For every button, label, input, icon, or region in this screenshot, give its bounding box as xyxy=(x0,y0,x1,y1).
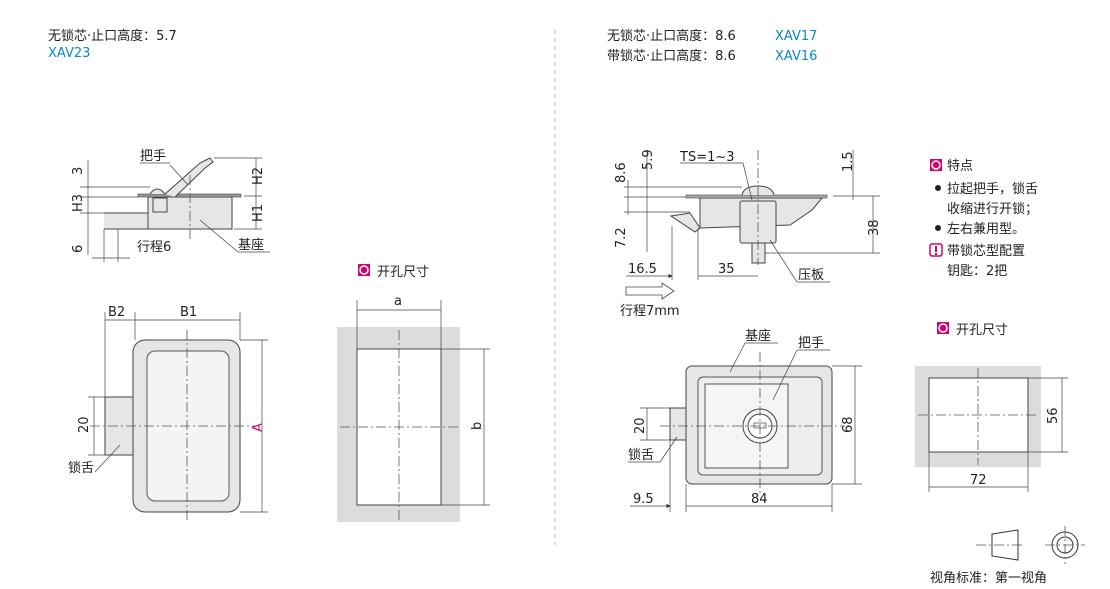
projection-label: 视角标准：第一视角 xyxy=(930,571,1047,586)
left-dim-20: 20 xyxy=(77,416,92,433)
right-stroke-label: 行程7mm xyxy=(620,304,680,319)
right-dim-8-6: 8.6 xyxy=(614,162,629,183)
left-dim-3: 3 xyxy=(71,167,86,175)
left-cutout-title: 开孔尺寸 xyxy=(377,265,429,280)
left-front-view: B2 B1 20 A 锁舌 xyxy=(68,305,268,520)
left-side-view: 把手 行程6 基座 3 H3 6 H2 H1 xyxy=(71,149,270,262)
feature-2: 左右兼用型。 xyxy=(947,222,1025,237)
right-dim-68: 68 xyxy=(841,416,856,433)
left-dim-b2: B2 xyxy=(108,305,125,320)
left-handle-label: 把手 xyxy=(140,149,166,164)
bullet-icon xyxy=(935,185,941,191)
left-model-link[interactable]: XAV23 xyxy=(48,46,90,61)
left-dim-b1: B1 xyxy=(180,305,197,320)
right-dim-35: 35 xyxy=(718,262,735,277)
right-cutout-title: 开孔尺寸 xyxy=(956,323,1008,338)
right-model-1-link[interactable]: XAV17 xyxy=(775,29,817,44)
left-cutout-dim-b: b xyxy=(470,422,485,430)
right-dim-20: 20 xyxy=(633,417,648,434)
right-side-view: TS=1~3 8.6 5.9 7.2 1.5 38 16.5 35 压板 行程7… xyxy=(614,149,882,319)
note-line-1: 带锁芯型配置 xyxy=(947,243,1025,259)
right-cutout-dim-56: 56 xyxy=(1046,407,1061,424)
right-dim-7-2: 7.2 xyxy=(614,227,629,248)
right-model-2-link[interactable]: XAV16 xyxy=(775,49,817,64)
right-spec-line-2: 带锁芯·止口高度：8.6 xyxy=(607,48,736,64)
left-dim-h1: H1 xyxy=(251,204,266,222)
stroke-arrow-icon xyxy=(625,282,675,300)
left-dim-h2: H2 xyxy=(251,167,266,185)
left-dim-a-upper: A xyxy=(251,423,266,432)
note-line-2: 钥匙：2把 xyxy=(947,264,1007,279)
right-dim-1-5: 1.5 xyxy=(841,151,856,172)
right-handle-label: 把手 xyxy=(798,336,824,351)
bullet-icon xyxy=(935,225,941,231)
right-dim-38: 38 xyxy=(867,219,882,236)
feature-1-line-1: 拉起把手，锁舌 xyxy=(947,181,1038,197)
feature-1-line-2: 收缩进行开锁； xyxy=(947,201,1038,217)
left-cutout: 开孔尺寸 a b xyxy=(337,264,490,522)
right-dim-16-5: 16.5 xyxy=(628,262,657,277)
left-dim-6: 6 xyxy=(71,245,86,253)
right-front-view: 基座 把手 20 锁舌 68 9.5 84 xyxy=(628,329,862,512)
right-cutout: 开孔尺寸 56 72 xyxy=(915,322,1068,492)
right-ts-label: TS=1~3 xyxy=(679,150,735,165)
right-dim-9-5: 9.5 xyxy=(633,492,654,507)
left-dim-h3: H3 xyxy=(71,194,86,212)
left-cutout-dim-a: a xyxy=(394,294,402,309)
right-tongue-label: 锁舌 xyxy=(628,447,654,463)
right-cutout-dim-72: 72 xyxy=(970,473,987,488)
right-spec-line-1: 无锁芯·止口高度：8.6 xyxy=(607,28,736,44)
features-title: 特点 xyxy=(947,159,973,174)
features-box: 特点 拉起把手，锁舌 收缩进行开锁； 左右兼用型。 带锁芯型配置 钥匙：2把 xyxy=(929,159,1038,279)
left-tongue-label: 锁舌 xyxy=(68,460,94,476)
left-base-label: 基座 xyxy=(238,238,264,253)
left-stroke-label: 行程6 xyxy=(137,240,171,255)
right-plate-label: 压板 xyxy=(798,268,824,283)
right-dim-84: 84 xyxy=(751,492,768,507)
right-base-label: 基座 xyxy=(745,329,771,344)
right-dim-5-9: 5.9 xyxy=(641,149,656,170)
first-angle-projection-icon: 视角标准：第一视角 xyxy=(930,526,1085,586)
left-spec-line: 无锁芯·止口高度：5.7 xyxy=(48,28,177,44)
